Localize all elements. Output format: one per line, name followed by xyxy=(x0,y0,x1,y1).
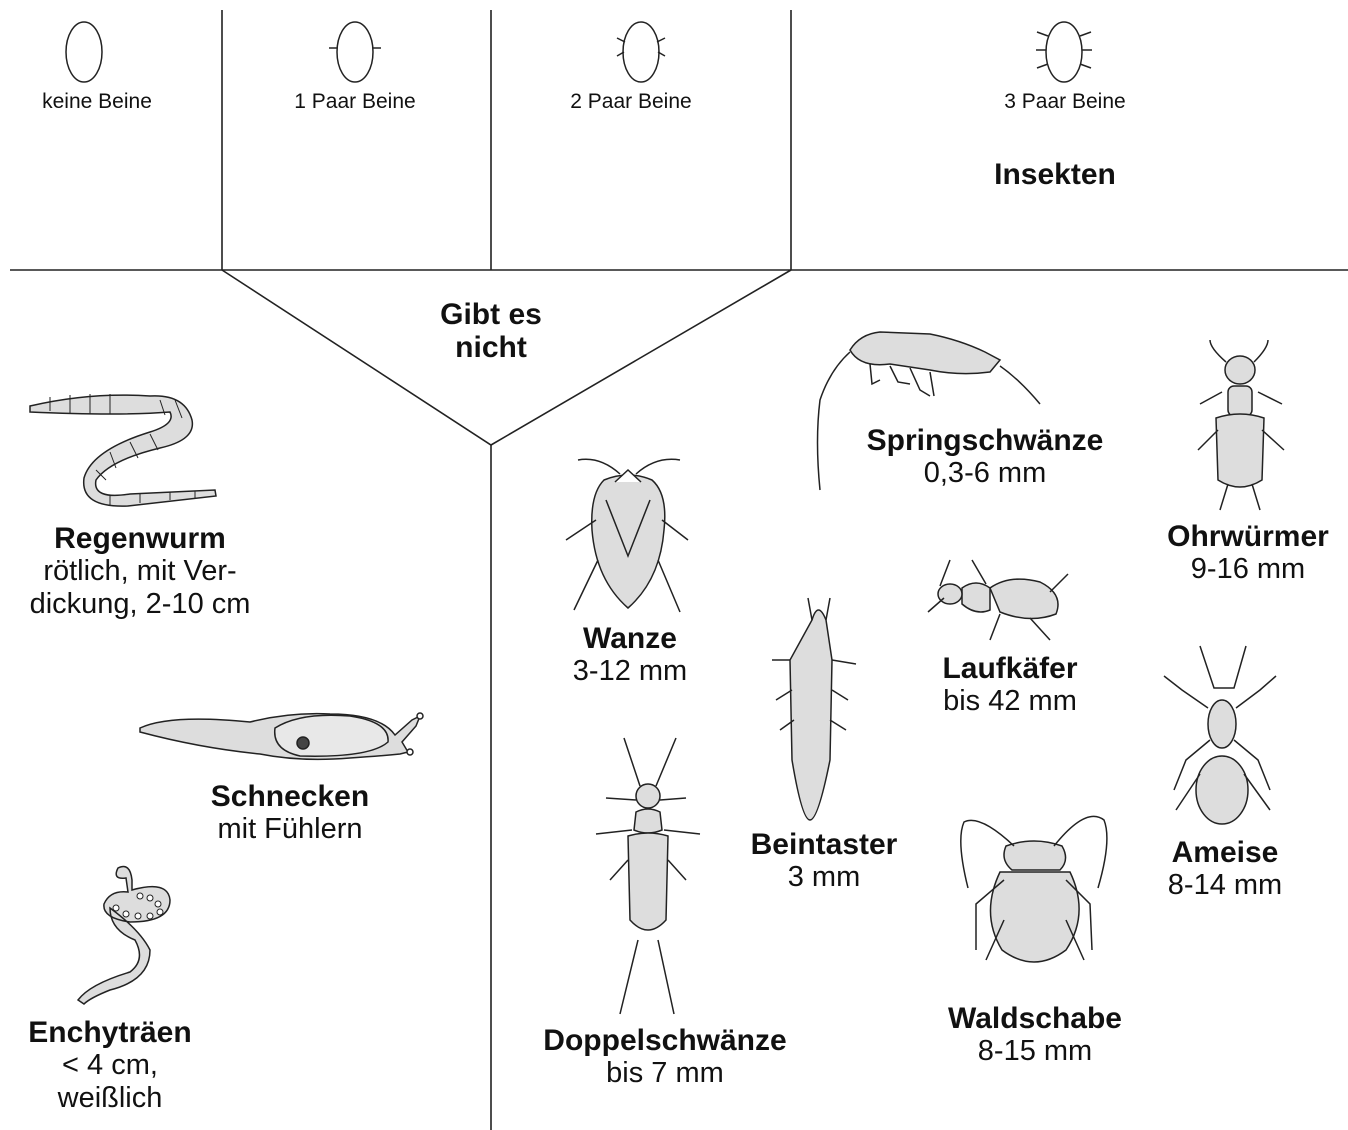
animal-name: Waldschabe xyxy=(930,1002,1140,1035)
bug-wanze-illustration xyxy=(566,459,688,612)
animal-name: Ohrwürmer xyxy=(1150,520,1346,553)
label-enchytraeen: Enchyträen < 4 cm, weißlich xyxy=(10,1016,210,1115)
ground-beetle-illustration xyxy=(928,560,1068,640)
label-ohrwuermer: Ohrwürmer 9-16 mm xyxy=(1150,520,1346,586)
column-label-two-pairs: 2 Paar Beine xyxy=(546,90,716,114)
animal-name: Regenwurm xyxy=(0,522,280,555)
animal-detail: dickung, 2-10 cm xyxy=(0,588,280,621)
dipluran-illustration xyxy=(596,738,700,1014)
animal-name: Wanze xyxy=(540,622,720,655)
ant-illustration xyxy=(1164,646,1276,824)
animal-detail: weißlich xyxy=(10,1082,210,1115)
enchytraeid-illustration xyxy=(78,867,170,1005)
legless-body-icon xyxy=(66,22,102,82)
animal-detail: 3 mm xyxy=(726,861,922,894)
animal-detail: 3-12 mm xyxy=(540,655,720,688)
animal-detail: mit Fühlern xyxy=(170,813,410,846)
column-label-three-pairs: 3 Paar Beine xyxy=(980,90,1150,114)
label-beintaster: Beintaster 3 mm xyxy=(726,828,922,894)
animal-name: Schnecken xyxy=(170,780,410,813)
animal-detail: 0,3-6 mm xyxy=(830,457,1140,490)
label-schnecken: Schnecken mit Fühlern xyxy=(170,780,410,846)
animal-detail: 8-15 mm xyxy=(930,1035,1140,1068)
label-springschwaenze: Springschwänze 0,3-6 mm xyxy=(830,424,1140,490)
label-ameise: Ameise 8-14 mm xyxy=(1130,836,1320,902)
three-pair-legs-icon xyxy=(1036,22,1092,82)
label-waldschabe: Waldschabe 8-15 mm xyxy=(930,1002,1140,1068)
label-doppelschwaenze: Doppelschwänze bis 7 mm xyxy=(510,1024,820,1090)
animal-detail: rötlich, mit Ver- xyxy=(0,555,280,588)
column-label-one-pair: 1 Paar Beine xyxy=(270,90,440,114)
animal-detail: 8-14 mm xyxy=(1130,869,1320,902)
animal-name: Laufkäfer xyxy=(910,652,1110,685)
column-label-no-legs: keine Beine xyxy=(12,90,182,114)
insects-group-label: Insekten xyxy=(940,158,1170,191)
label-wanze: Wanze 3-12 mm xyxy=(540,622,720,688)
slug-illustration xyxy=(140,713,423,759)
earthworm-illustration xyxy=(30,394,216,506)
animal-detail: < 4 cm, xyxy=(10,1049,210,1082)
animal-name: Beintaster xyxy=(726,828,922,861)
animal-name: Doppelschwänze xyxy=(510,1024,820,1057)
animal-name: Ameise xyxy=(1130,836,1320,869)
one-pair-legs-icon xyxy=(329,22,381,82)
two-pair-legs-icon xyxy=(617,22,665,82)
gibt-es-nicht-label: Gibt es nicht xyxy=(406,298,576,364)
animal-detail: bis 7 mm xyxy=(510,1057,820,1090)
label-regenwurm: Regenwurm rötlich, mit Ver- dickung, 2-1… xyxy=(0,522,280,621)
animal-name: Enchyträen xyxy=(10,1016,210,1049)
proturan-illustration xyxy=(772,598,856,820)
earwig-illustration xyxy=(1198,340,1284,510)
animal-detail: bis 42 mm xyxy=(910,685,1110,718)
label-laufkaefer: Laufkäfer bis 42 mm xyxy=(910,652,1110,718)
wood-cockroach-illustration xyxy=(961,816,1107,962)
animal-name: Springschwänze xyxy=(830,424,1140,457)
animal-detail: 9-16 mm xyxy=(1150,553,1346,586)
